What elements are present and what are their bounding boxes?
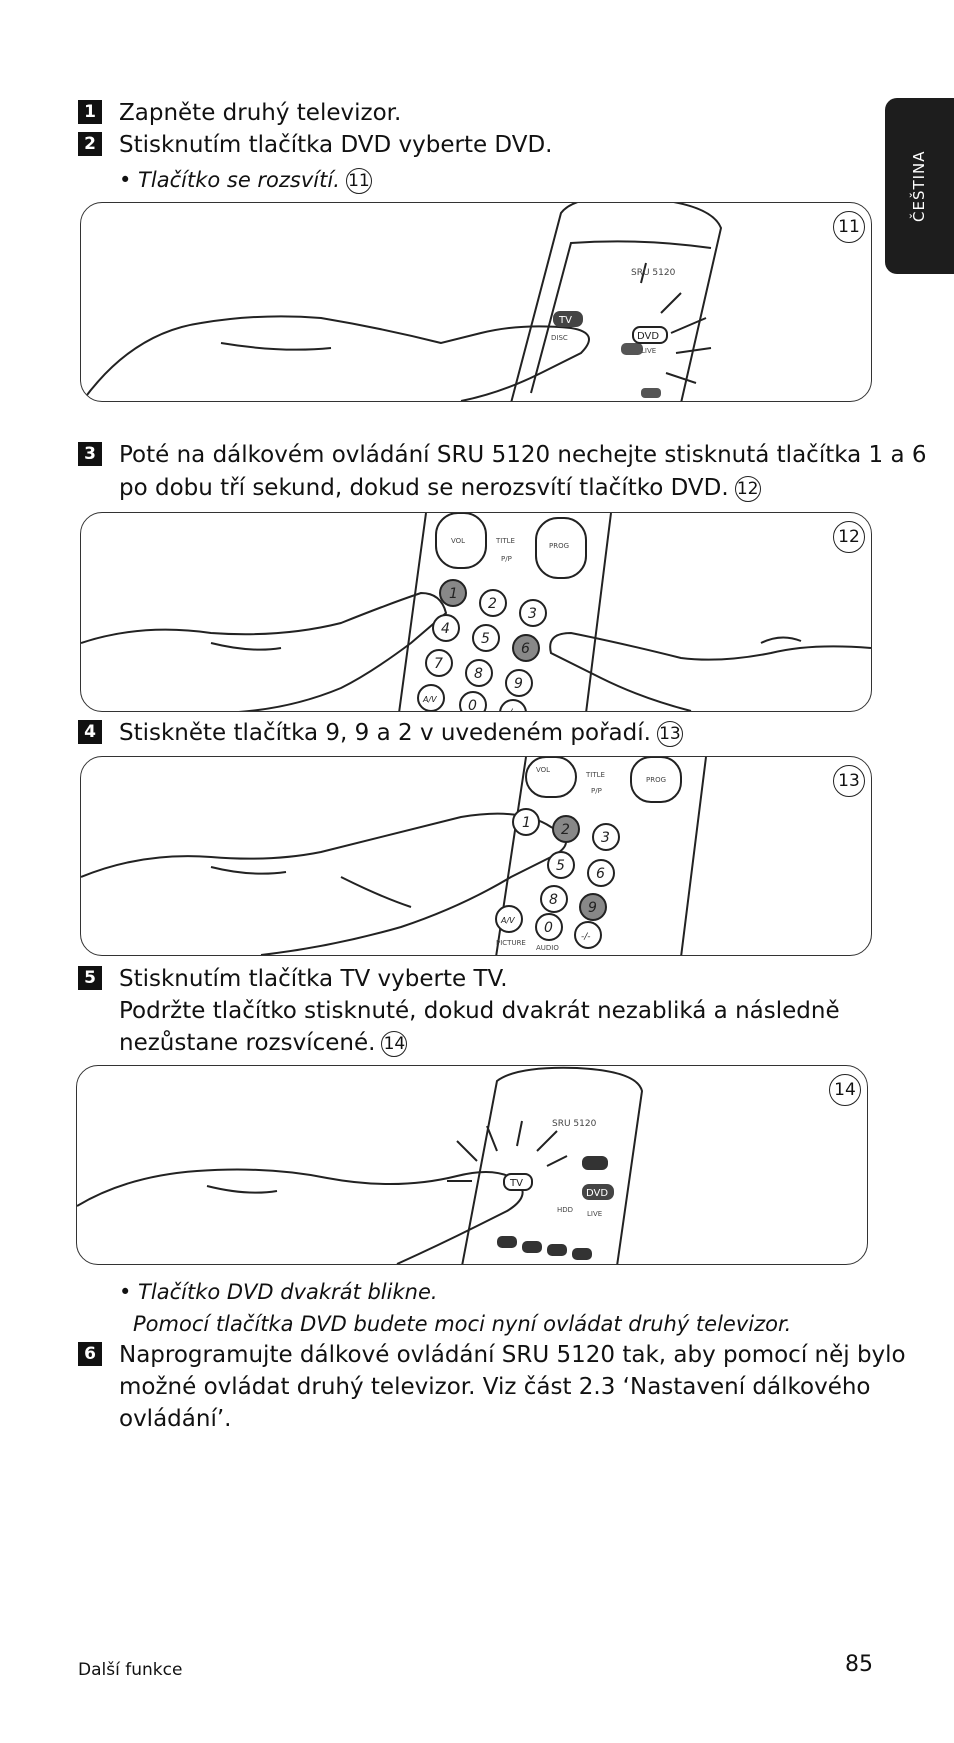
- step-5-note-1: • Tlačítko DVD dvakrát blikne.: [119, 1280, 438, 1304]
- step-3-line-2: po dobu tří sekund, dokud se nerozsvítí …: [119, 472, 761, 504]
- step-1-text: Zapněte druhý televizor.: [119, 100, 402, 126]
- language-tab-label: ČEŠTINA: [910, 150, 928, 222]
- remote-illustration-13: 1 2 3 5 6 8 9 A/V 0 -/- VOL TITLE P/P PR…: [81, 757, 707, 955]
- fig11-disc-label: DISC: [551, 334, 568, 342]
- remote-illustration-14: TV DVD SRU 5120 HDD LIVE: [77, 1066, 644, 1264]
- fig12-key-3: 3: [528, 606, 537, 622]
- fig13-key-2: 2: [561, 822, 570, 838]
- step-5-line-3-text: nezůstane rozsvícené.: [119, 1030, 376, 1056]
- step-3-line-2-text: po dobu tří sekund, dokud se nerozsvítí …: [119, 475, 729, 501]
- fig13-key-0: 0: [544, 920, 553, 936]
- step-number-5: 5: [78, 966, 102, 990]
- fig13-audio-label: AUDIO: [536, 944, 559, 952]
- footer-section-title: Další funkce: [78, 1660, 183, 1680]
- step-5-line-2: Podržte tlačítko stisknuté, dokud dvakrá…: [119, 998, 840, 1024]
- fig13-key-9: 9: [588, 900, 597, 916]
- fig12-pp-label: P/P: [501, 555, 512, 563]
- figure-ref-12: 12: [734, 475, 761, 502]
- fig13-pp-label: P/P: [591, 787, 602, 795]
- fig12-key-2: 2: [488, 596, 497, 612]
- step-6-line-2: možné ovládat druhý televizor. Viz část …: [119, 1374, 871, 1400]
- step-2-note-text: • Tlačítko se rozsvítí.: [119, 168, 340, 192]
- fig12-key-1: 1: [449, 586, 458, 602]
- fig12-key-dash: -/-: [506, 708, 516, 711]
- step-5-line-3: nezůstane rozsvícené.14: [119, 1027, 408, 1059]
- step-number-4: 4: [78, 720, 102, 744]
- remote-illustration-11: TV DVD SRU 5120 DISC LIVE: [81, 203, 723, 401]
- step-6-line-3: ovládání’.: [119, 1406, 232, 1432]
- step-5-line-1: Stisknutím tlačítka TV vyberte TV.: [119, 966, 508, 992]
- fig12-key-6: 6: [521, 641, 530, 657]
- figure-11: TV DVD SRU 5120 DISC LIVE 11: [80, 202, 872, 402]
- fig13-key-6: 6: [596, 866, 605, 882]
- fig12-title-label: TITLE: [495, 537, 515, 545]
- figure-ref-14: 14: [381, 1030, 408, 1057]
- step-4-text: Stiskněte tlačítka 9, 9 a 2 v uvedeném p…: [119, 720, 651, 746]
- language-tab: ČEŠTINA: [885, 98, 954, 274]
- fig13-picture-label: PICTURE: [496, 939, 526, 947]
- step-2-text: Stisknutím tlačítka DVD vyberte DVD.: [119, 132, 553, 158]
- fig12-prog-label: PROG: [549, 542, 569, 550]
- fig12-key-0: 0: [468, 698, 477, 711]
- fig11-dvd-button: DVD: [637, 331, 659, 342]
- fig13-key-1: 1: [522, 815, 531, 831]
- fig12-key-9: 9: [514, 676, 523, 692]
- figure-13: 1 2 3 5 6 8 9 A/V 0 -/- VOL TITLE P/P PR…: [80, 756, 872, 956]
- figure-number-11: 11: [833, 211, 865, 243]
- figure-14: TV DVD SRU 5120 HDD LIVE 14: [76, 1065, 868, 1265]
- fig13-key-dash: -/-: [581, 932, 591, 942]
- fig12-vol-label: VOL: [451, 537, 465, 545]
- figure-number-13: 13: [833, 765, 865, 797]
- step-2-note: • Tlačítko se rozsvítí.11: [119, 164, 372, 196]
- step-number-3: 3: [78, 442, 102, 466]
- fig13-key-av: A/V: [500, 916, 515, 925]
- fig11-tv-button: TV: [558, 315, 572, 326]
- fig13-title-label: TITLE: [585, 771, 605, 779]
- figure-number-12: 12: [833, 521, 865, 553]
- fig12-key-8: 8: [474, 666, 483, 682]
- fig14-dvd-button: DVD: [586, 1188, 608, 1199]
- fig11-model-label: SRU 5120: [631, 268, 676, 278]
- fig13-key-3: 3: [601, 830, 610, 846]
- fig14-live-label: LIVE: [587, 1210, 602, 1218]
- fig14-hdd-label: HDD: [557, 1206, 573, 1214]
- fig14-model-label: SRU 5120: [552, 1119, 597, 1129]
- fig12-key-4: 4: [441, 621, 450, 637]
- fig13-prog-label: PROG: [646, 776, 666, 784]
- figure-ref-13: 13: [656, 720, 683, 747]
- fig12-key-7: 7: [434, 656, 443, 672]
- step-4-text-line: Stiskněte tlačítka 9, 9 a 2 v uvedeném p…: [119, 717, 683, 749]
- fig12-key-av: A/V: [422, 695, 437, 704]
- fig11-live-label: LIVE: [641, 347, 656, 355]
- fig13-key-8: 8: [549, 892, 558, 908]
- step-number-2: 2: [78, 132, 102, 156]
- fig13-vol-label: VOL: [536, 766, 550, 774]
- figure-ref-11: 11: [345, 168, 372, 194]
- fig12-key-5: 5: [481, 631, 490, 647]
- step-number-6: 6: [78, 1342, 102, 1366]
- figure-number-14: 14: [829, 1074, 861, 1106]
- figure-12: 1 2 3 4 5 6 7 8 9 A/V 0 -/- VOL TITLE P/…: [80, 512, 872, 712]
- step-number-1: 1: [78, 100, 102, 124]
- step-6-line-1: Naprogramujte dálkové ovládání SRU 5120 …: [119, 1342, 906, 1368]
- remote-illustration-12: 1 2 3 4 5 6 7 8 9 A/V 0 -/- VOL TITLE P/…: [81, 513, 871, 711]
- fig14-tv-button: TV: [509, 1178, 523, 1189]
- fig13-key-5: 5: [556, 858, 565, 874]
- step-5-note-2: Pomocí tlačítka DVD budete moci nyní ovl…: [133, 1312, 792, 1336]
- page-number: 85: [845, 1652, 873, 1677]
- step-3-line-1: Poté na dálkovém ovládání SRU 5120 neche…: [119, 442, 927, 468]
